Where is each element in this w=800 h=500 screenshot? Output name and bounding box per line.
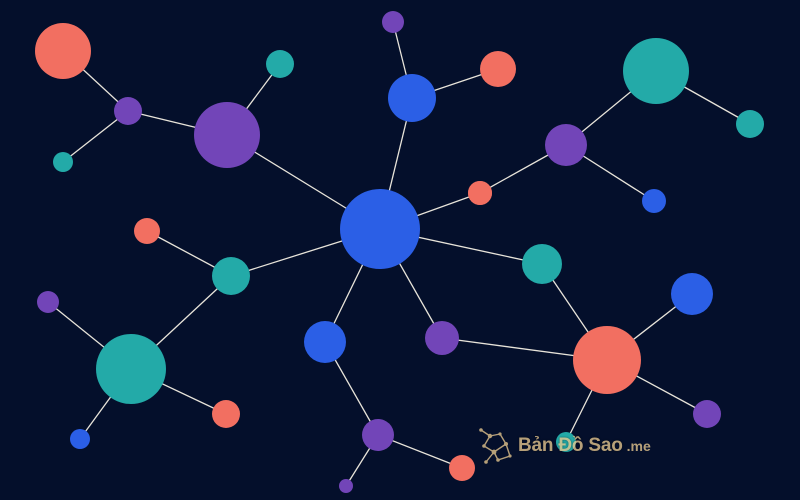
node-n23 — [425, 321, 459, 355]
node-n17 — [212, 257, 250, 295]
node-n10 — [545, 124, 587, 166]
node-n22 — [304, 321, 346, 363]
node-n24 — [362, 419, 394, 451]
watermark-suffix: .me — [626, 438, 651, 454]
node-n14 — [468, 181, 492, 205]
node-n1 — [194, 102, 260, 168]
node-n3 — [35, 23, 91, 79]
node-n28 — [671, 273, 713, 315]
node-n11 — [623, 38, 689, 104]
node-n25 — [449, 455, 475, 481]
node-n12 — [736, 110, 764, 138]
star-map-logo-icon — [479, 428, 512, 464]
node-n19 — [522, 244, 562, 284]
node-n4 — [53, 152, 73, 172]
node-n2 — [114, 97, 142, 125]
node-n6 — [388, 74, 436, 122]
node-n21 — [70, 429, 90, 449]
node-n16 — [134, 218, 160, 244]
node-n13 — [642, 189, 666, 213]
watermark-text: Bản Đồ Sao — [518, 435, 623, 456]
node-n29 — [693, 400, 721, 428]
node-n5 — [266, 50, 294, 78]
node-n8 — [480, 51, 516, 87]
watermark: Bản Đồ Sao.me — [476, 426, 651, 466]
node-hub — [340, 189, 420, 269]
node-n18 — [37, 291, 59, 313]
node-n26 — [339, 479, 353, 493]
node-n7 — [382, 11, 404, 33]
node-n20 — [212, 400, 240, 428]
nodes-layer — [35, 11, 764, 493]
node-n30 — [556, 432, 576, 452]
node-n27 — [573, 326, 641, 394]
node-n15 — [96, 334, 166, 404]
